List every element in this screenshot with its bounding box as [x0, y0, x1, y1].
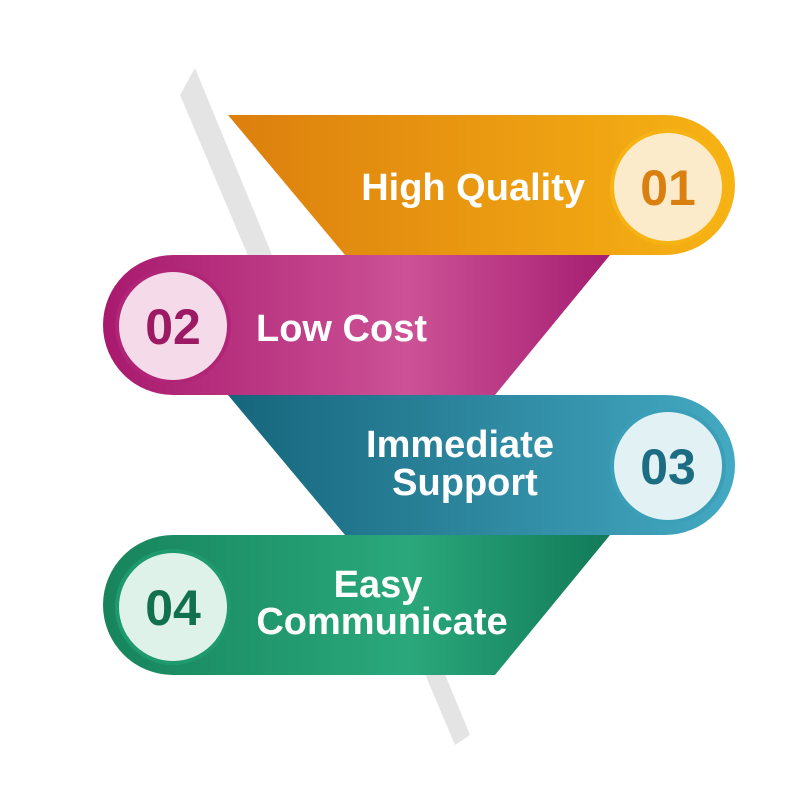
- step-02-number-badge: [115, 268, 231, 384]
- step-04-number: 04: [145, 580, 201, 636]
- step-01-number: 01: [640, 160, 696, 216]
- step-02-number: 02: [145, 299, 201, 355]
- step-01: 01 High Quality: [228, 115, 735, 255]
- step-04: 04 Easy Communicate: [103, 535, 610, 675]
- step-03-label-line2: Support: [392, 462, 538, 504]
- step-03: 03 Immediate Support: [228, 395, 735, 535]
- step-03-label-line1: Immediate: [366, 424, 554, 466]
- step-04-band: [103, 535, 610, 675]
- step-03-number-badge: [610, 408, 726, 524]
- step-04-label-line2: Communicate: [256, 601, 507, 643]
- step-01-number-badge: [610, 129, 726, 245]
- step-02: 02 Low Cost: [103, 255, 610, 395]
- step-02-label: Low Cost: [256, 308, 427, 350]
- step-02-band: [103, 255, 610, 395]
- step-01-label: High Quality: [361, 167, 585, 209]
- step-04-number-badge: [115, 549, 231, 665]
- step-04-label-line1: Easy: [334, 564, 423, 606]
- step-03-number: 03: [640, 439, 696, 495]
- step-03-band: [228, 395, 735, 535]
- step-01-band: [228, 115, 735, 255]
